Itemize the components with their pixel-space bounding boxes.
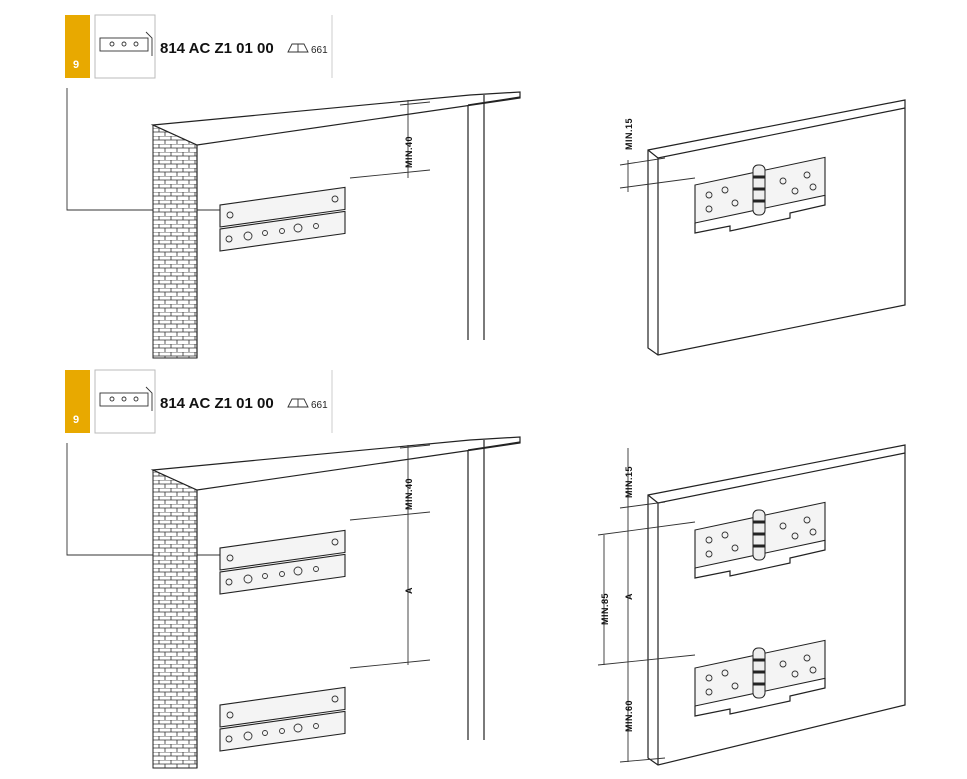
panel-top: 9 814 AC Z1 01 00 661 MIN.40 MIN.15 [65,14,906,359]
brick-wall [152,469,198,769]
panel-bottom: 9 814 AC Z1 01 00 661 MIN.40 A MIN.15 MI… [65,369,906,769]
wall-bracket [219,186,346,252]
part-code: 814 AC Z1 01 00 [160,40,274,57]
dim-label: MIN.60 [624,700,634,732]
step-badge [65,15,90,78]
door-panel [647,444,906,766]
dim-label: MIN.85 [600,593,610,625]
dim-label: A [404,587,414,594]
dim-label: MIN.15 [624,118,634,150]
rail-icon [99,31,153,56]
brick-wall [152,124,198,359]
dim-label: MIN.40 [404,136,414,168]
wall-bracket [219,529,346,595]
part-code: 814 AC Z1 01 00 [160,395,274,412]
step-badge [65,370,90,433]
dim-label: MIN.40 [404,478,414,510]
dim-label: A [624,593,634,600]
door-panel [647,99,906,356]
step-number: 9 [73,59,79,71]
wall-bracket [219,686,346,752]
step-number: 9 [73,414,79,426]
dim-label: MIN.15 [624,466,634,498]
book-icon [287,398,309,408]
part-thumbnail [94,369,156,434]
page-ref: 661 [311,45,328,56]
book-icon [287,43,309,53]
part-thumbnail [94,14,156,79]
rail-icon [99,386,153,411]
page-ref: 661 [311,400,328,411]
